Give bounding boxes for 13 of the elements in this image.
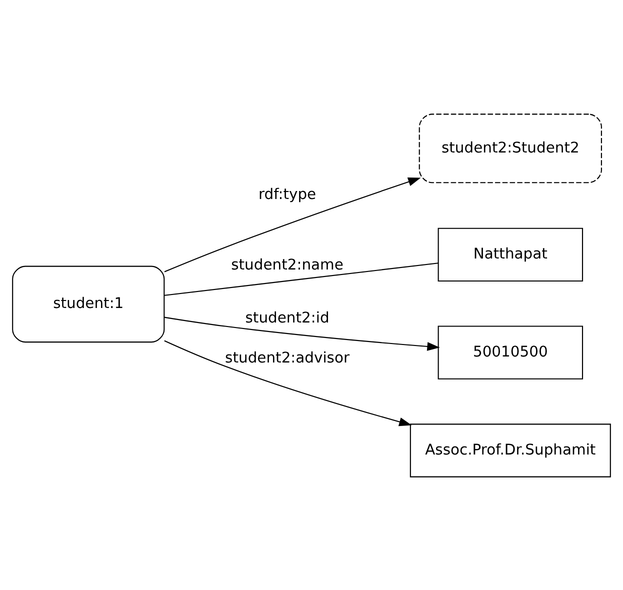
node-box: Assoc.Prof.Dr.Suphamit	[410, 423, 611, 477]
edge-label: student2:name	[231, 256, 344, 274]
connector	[164, 262, 438, 296]
node-box: student:1	[12, 265, 165, 342]
arrow	[164, 340, 412, 426]
edge-label: rdf:type	[258, 186, 316, 203]
edge-label: student2:advisor	[225, 348, 350, 366]
node-box: 50010500	[438, 325, 584, 379]
node-box: student2:Student2	[418, 113, 602, 183]
arrow	[164, 316, 440, 350]
arrow	[164, 177, 421, 272]
edge-label: student2:id	[245, 308, 330, 326]
node-box: Natthapat	[438, 227, 584, 282]
